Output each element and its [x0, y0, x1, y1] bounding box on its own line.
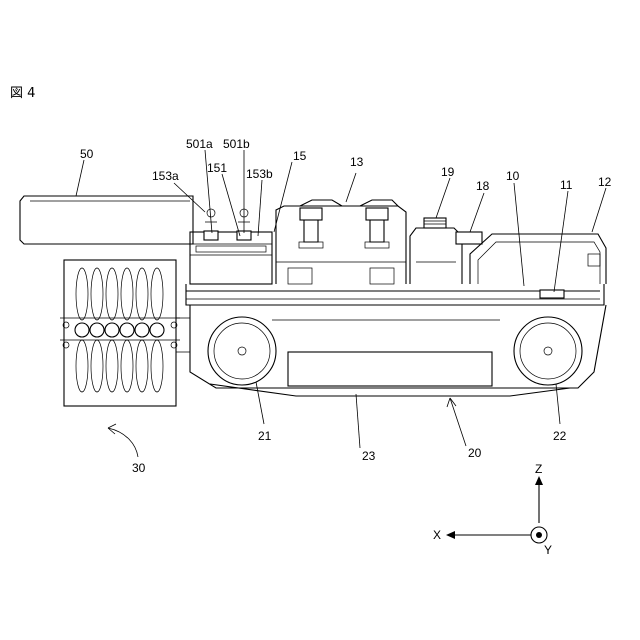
bristle-tuft-upper — [136, 268, 148, 320]
wheel-21 — [208, 317, 276, 385]
bristle-tuft-lower — [91, 340, 103, 392]
coordinate-axes: Z X Y — [433, 462, 552, 557]
ref-22: 22 — [553, 429, 567, 443]
bristle-tuft-upper — [91, 268, 103, 320]
ref-20: 20 — [468, 446, 482, 460]
axis-y-label: Y — [544, 543, 552, 557]
bristle-tuft-upper — [151, 268, 163, 320]
x-arrow-icon — [446, 531, 455, 539]
brush-30 — [60, 260, 180, 406]
bristle-tuft-lower — [106, 340, 118, 392]
bristle-tuft-lower — [76, 340, 88, 392]
bristle-tuft-upper — [76, 268, 88, 320]
brush-hub — [135, 323, 149, 337]
brush-hub — [75, 323, 89, 337]
ref-23: 23 — [362, 449, 376, 463]
track-unit-20 — [176, 305, 606, 396]
handle-50 — [20, 196, 193, 244]
ref-10: 10 — [506, 169, 520, 183]
bristle-tuft-lower — [121, 340, 133, 392]
bristle-tuft-upper — [121, 268, 133, 320]
axis-z-label: Z — [535, 462, 542, 476]
wheel-22 — [514, 317, 582, 385]
tank-19 — [410, 218, 462, 284]
ref-153a: 153a — [152, 169, 179, 183]
ref-501a: 501a — [186, 137, 213, 151]
ref-11: 11 — [560, 178, 573, 192]
z-arrow-icon — [535, 476, 543, 485]
frame-10 — [186, 284, 604, 305]
ref-12: 12 — [598, 175, 612, 189]
brush-hub — [120, 323, 134, 337]
ref-18: 18 — [476, 179, 490, 193]
ref-13: 13 — [350, 155, 364, 169]
cap-18 — [456, 232, 482, 244]
ref-50: 50 — [80, 147, 94, 161]
bristle-tuft-lower — [151, 340, 163, 392]
brush-hub — [150, 323, 164, 337]
cover-12 — [470, 234, 606, 284]
bristle-tuft-upper — [106, 268, 118, 320]
ref-30: 30 — [132, 461, 146, 475]
brush-hub — [90, 323, 104, 337]
brush-hub — [105, 323, 119, 337]
control-box-151 — [190, 209, 272, 284]
axis-x-label: X — [433, 528, 441, 542]
reference-numerals: 50 153a 501a 501b 151 153b 15 13 19 18 1… — [80, 137, 612, 475]
top-cover-13 — [276, 200, 406, 284]
ref-151: 151 — [207, 161, 227, 175]
bristle-tuft-lower — [136, 340, 148, 392]
ref-21: 21 — [258, 429, 272, 443]
ref-153b: 153b — [246, 167, 273, 181]
ref-19: 19 — [441, 165, 455, 179]
ref-501b: 501b — [223, 137, 250, 151]
ref-15: 15 — [293, 149, 307, 163]
